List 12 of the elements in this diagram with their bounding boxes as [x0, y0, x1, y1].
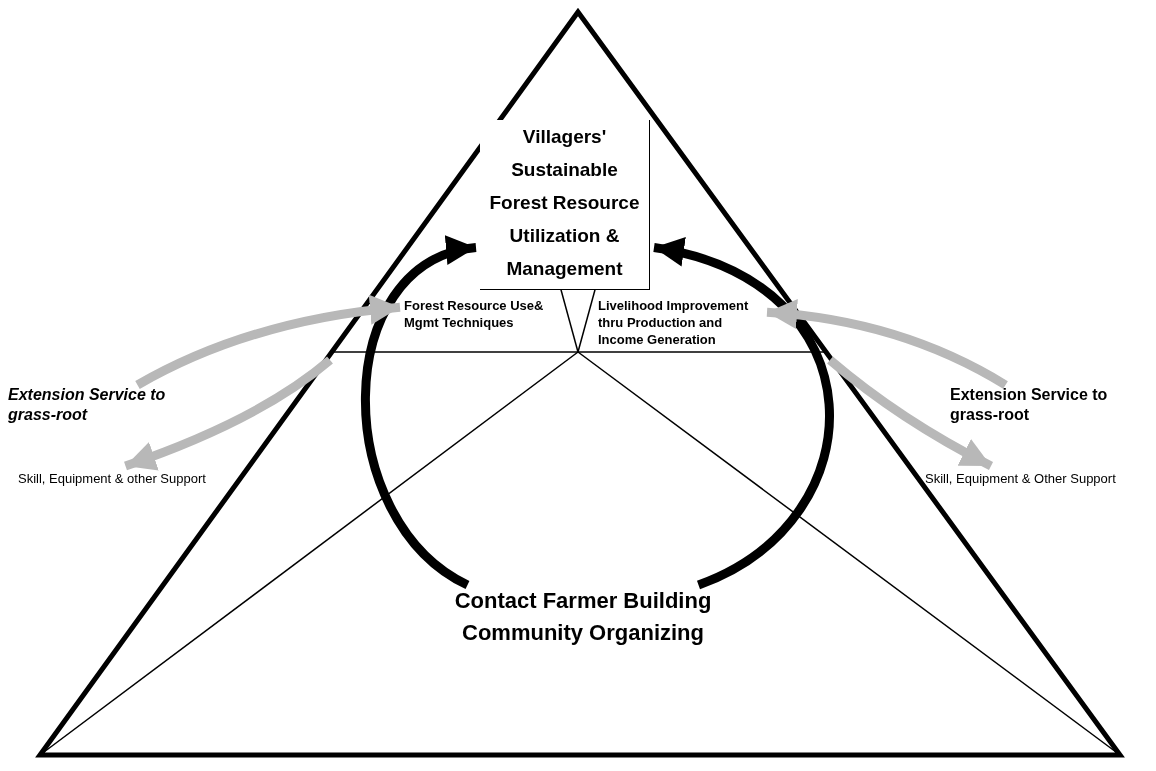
side-label: Skill, Equipment & Other Support — [925, 470, 1145, 487]
side-label: Extension Service to grass-root — [8, 385, 193, 425]
base-label: Contact Farmer Building Community Organizing — [418, 585, 748, 649]
side-label: Extension Service to grass-root — [950, 385, 1135, 425]
goal-box: Villagers' Sustainable Forest Resource Utilization & Management — [480, 120, 650, 290]
side-label: Skill, Equipment & other Support — [18, 470, 233, 487]
block-arrow — [135, 295, 401, 389]
block-arrow — [766, 299, 1008, 389]
quadrant-label: Livelihood Improvement thru Production and Income Generation — [598, 297, 763, 348]
block-arrow — [652, 239, 834, 590]
block-arrow — [827, 356, 994, 470]
block-arrow — [124, 356, 333, 471]
